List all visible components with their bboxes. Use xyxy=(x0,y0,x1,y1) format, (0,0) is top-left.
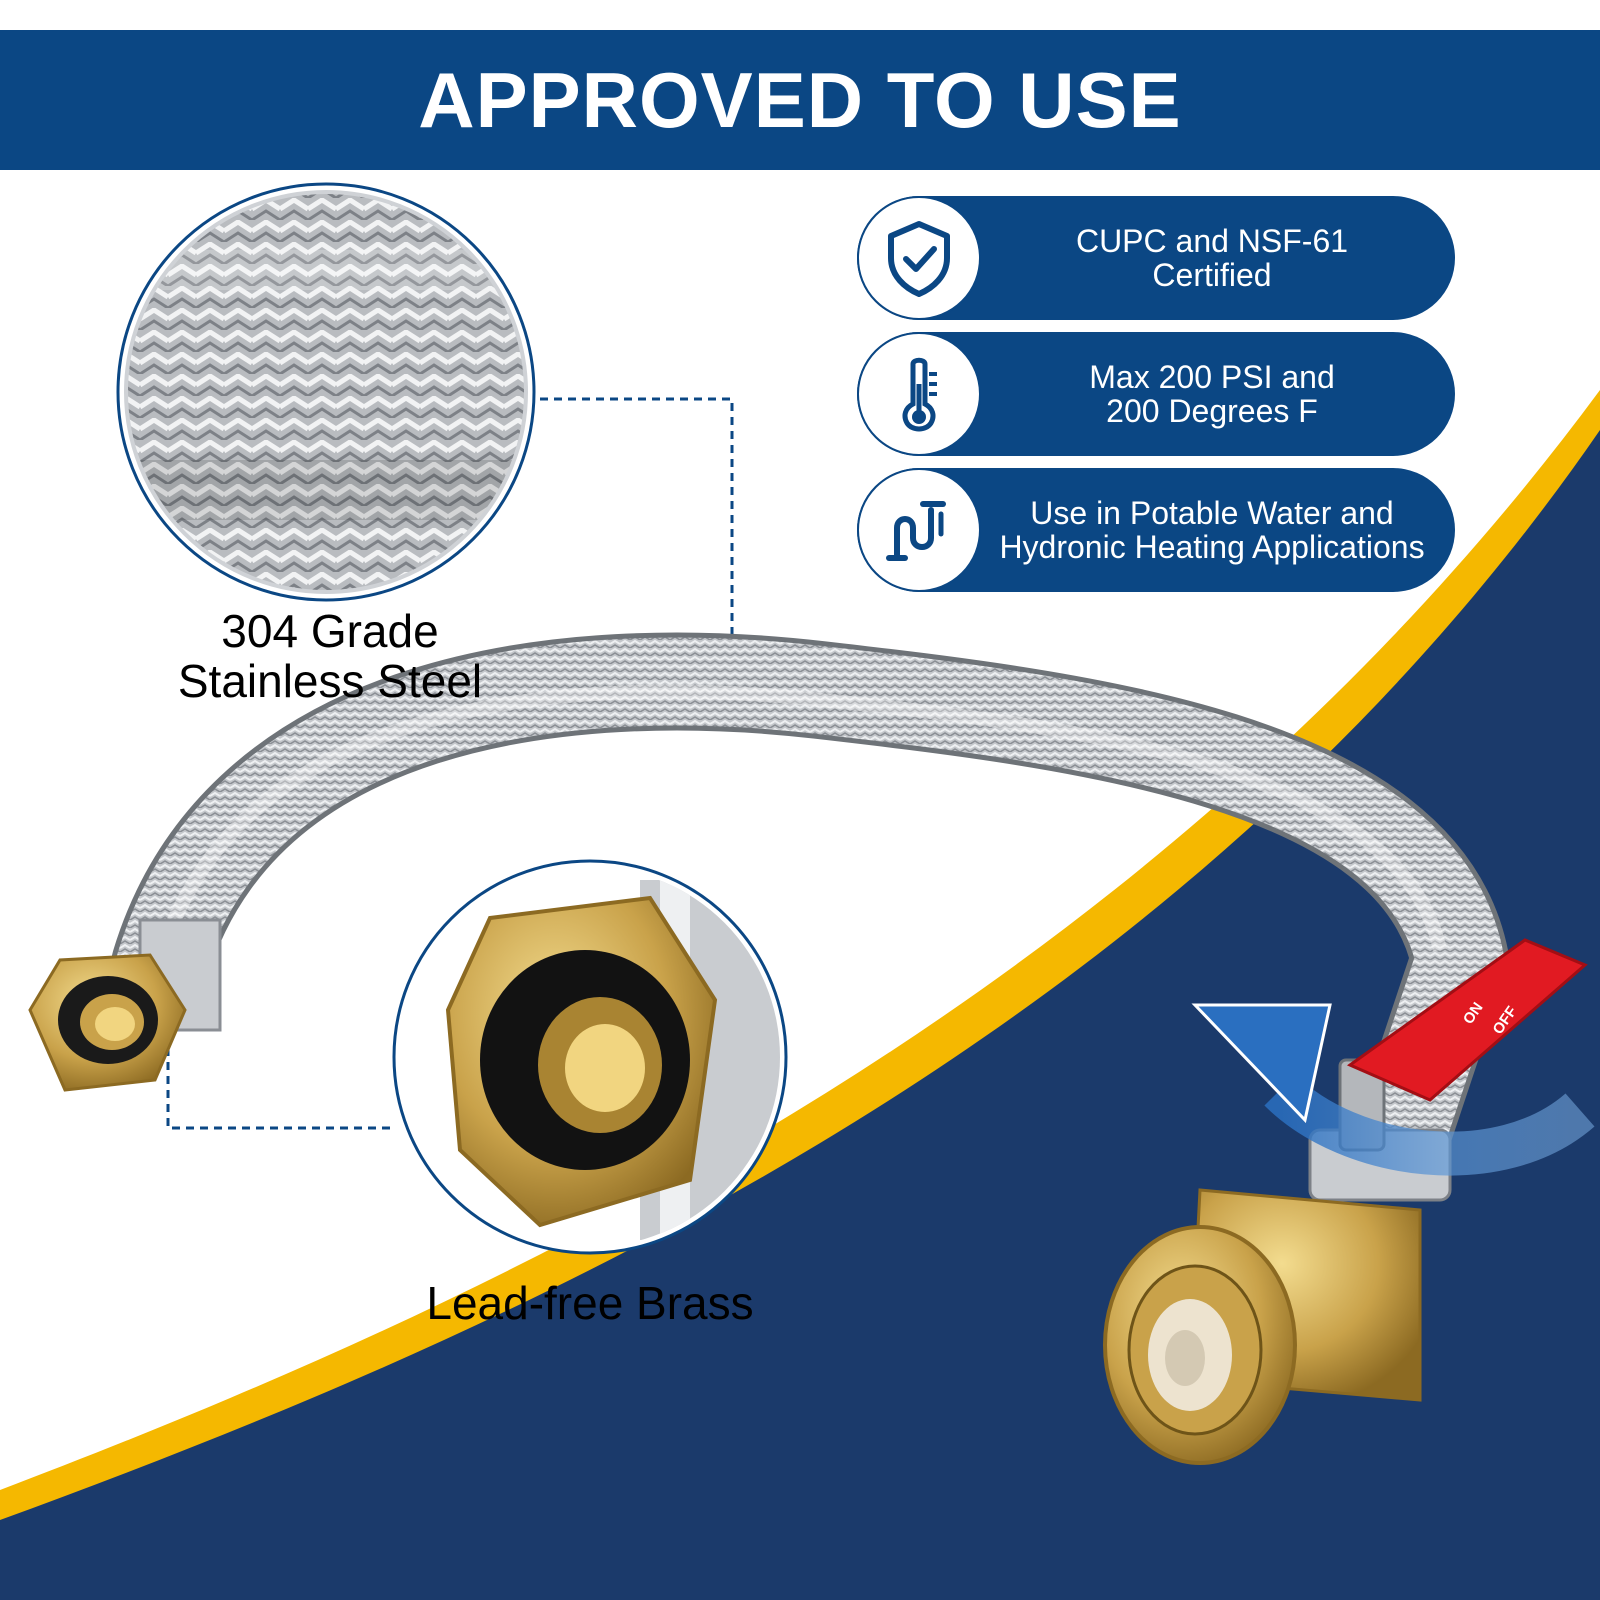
pipe-icon xyxy=(857,468,981,592)
hose-brass-nut xyxy=(28,918,222,1092)
braided-hose xyxy=(111,632,1511,1189)
page-title: APPROVED TO USE xyxy=(418,56,1182,144)
thermometer-icon xyxy=(857,332,981,456)
header-band xyxy=(0,30,1600,170)
badge-pressure-temp: Max 200 PSI and 200 Degrees F xyxy=(857,332,1455,456)
badge-text: Max 200 PSI and 200 Degrees F xyxy=(1089,359,1335,429)
steel-connector-line xyxy=(540,397,734,712)
brass-label: Lead-free Brass xyxy=(426,1277,754,1329)
badge-certified: CUPC and NSF-61 Certified xyxy=(857,196,1455,320)
turn-arrow xyxy=(1191,1003,1595,1176)
valve-handle xyxy=(1346,938,1588,1102)
badge-applications: Use in Potable Water and Hydronic Heatin… xyxy=(857,468,1455,592)
brass-closeup xyxy=(392,859,788,1255)
brass-connector-line xyxy=(166,1020,390,1130)
shield-check-icon xyxy=(857,196,981,320)
steel-closeup xyxy=(116,182,536,602)
badge-text: Use in Potable Water and Hydronic Heatin… xyxy=(999,495,1425,565)
badge-text: CUPC and NSF-61 Certified xyxy=(1075,223,1349,293)
steel-label: 304 Grade Stainless Steel xyxy=(177,605,483,707)
